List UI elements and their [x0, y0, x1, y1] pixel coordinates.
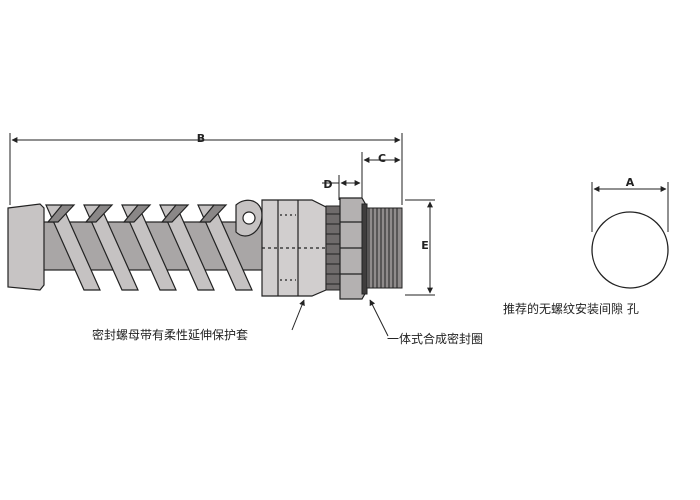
dimension-d [322, 175, 363, 200]
dimension-b [9, 133, 403, 205]
dimension-b-label: B [197, 132, 205, 145]
dimension-e-label: E [421, 239, 429, 252]
dimension-c-label: C [378, 152, 386, 165]
sleeve-nut-callout: 密封螺母带有柔性延伸保护套 [92, 328, 249, 342]
dimension-d-label: D [323, 178, 332, 191]
mounting-hole: A [591, 176, 669, 289]
sealing-nut [261, 199, 327, 297]
body-thread [325, 205, 341, 291]
leader-lines [291, 299, 389, 337]
mounting-hole-callout: 推荐的无螺纹安装间隙 孔 [503, 302, 639, 316]
mounting-thread [366, 207, 403, 289]
seal-ring-callout: 一体式合成密封圈 [387, 332, 484, 346]
dimension-a-label: A [626, 176, 635, 189]
dimension-e [405, 199, 435, 296]
spiral-sleeve [7, 199, 273, 291]
seal-ring [361, 203, 368, 295]
